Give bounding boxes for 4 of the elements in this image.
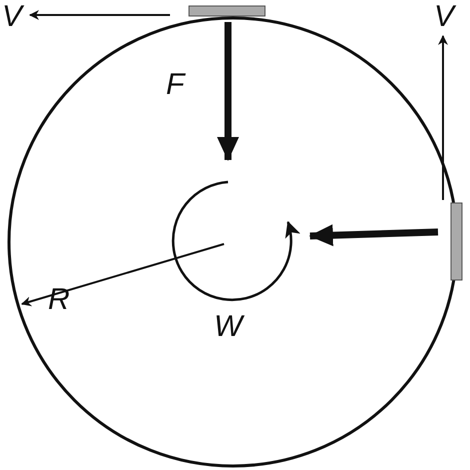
vector-label: V: [2, 2, 22, 32]
vector-label: F: [166, 70, 184, 100]
vector-label: W: [214, 312, 242, 342]
vector-label: V: [434, 2, 454, 32]
